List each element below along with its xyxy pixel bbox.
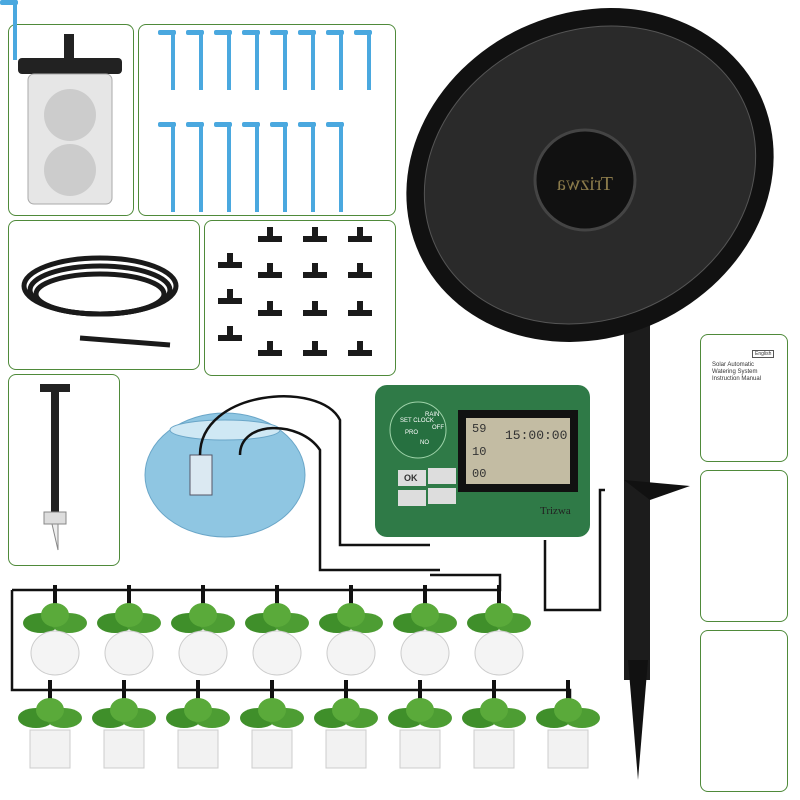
stakes-panel <box>138 24 396 216</box>
tee-connector-icon <box>348 263 372 278</box>
lcd-value-1: 59 <box>472 422 487 436</box>
drip-stake-icon <box>354 30 372 90</box>
drip-stake-icon <box>214 122 232 212</box>
potted-plant-icon <box>245 585 309 676</box>
lcd-value-2: 10 <box>472 445 487 459</box>
tee-connector-icon <box>258 227 282 242</box>
potted-plant-icon <box>393 585 457 676</box>
manual-language: English <box>752 350 775 358</box>
tee-connector-icon <box>303 301 327 316</box>
potted-plant-icon <box>536 680 600 769</box>
drip-stake-icon <box>186 30 204 90</box>
potted-plant-icon <box>240 680 304 769</box>
tee-connectors-icon <box>218 227 372 356</box>
potted-plant-icon <box>388 680 452 769</box>
potted-plant-icon <box>171 585 235 676</box>
tee-connector-icon <box>258 301 282 316</box>
tee-connector-icon <box>303 227 327 242</box>
dial-label: OFF <box>432 425 444 431</box>
drip-stake-icon <box>326 30 344 90</box>
controller-icon <box>375 385 590 537</box>
tee-connector-icon <box>258 341 282 356</box>
manual-panel <box>700 334 788 462</box>
controller-logo: Trizwa <box>540 505 571 517</box>
tool-panel <box>8 374 120 566</box>
dial-label: RAIN <box>425 412 440 418</box>
potted-plant-icon <box>23 585 87 676</box>
solar-panel-icon: Trizwa <box>406 8 774 780</box>
drip-stakes-icon <box>0 0 18 60</box>
tee-connector-icon <box>218 253 242 268</box>
potted-plant-icon <box>92 680 156 769</box>
tee-connector-icon <box>218 289 242 304</box>
potted-plant-icon <box>18 680 82 769</box>
dial-label: NO <box>420 440 429 446</box>
potted-plant-icon <box>319 585 383 676</box>
drip-stake-icon <box>242 30 260 90</box>
lcd-value-3: 00 <box>472 467 487 481</box>
drip-stake-icon <box>298 122 316 212</box>
solar-logo: Trizwa <box>557 173 613 195</box>
hole-punch-icon <box>40 384 70 551</box>
potted-plant-icon <box>314 680 378 769</box>
water-bowl-icon <box>144 412 306 538</box>
screws-panel <box>700 630 788 792</box>
dial-label: PRO <box>405 430 419 436</box>
drip-stake-icon <box>242 122 260 212</box>
dial-label: SET CLOCK <box>400 418 434 424</box>
potted-plant-icon <box>462 680 526 769</box>
lcd-time: 15:00:00 <box>505 428 568 443</box>
drip-stake-icon <box>298 30 316 90</box>
drip-stake-icon <box>158 30 176 90</box>
tee-connector-icon <box>218 326 242 341</box>
tee-connector-icon <box>303 341 327 356</box>
ok-button: OK <box>404 473 418 483</box>
tee-connector-icon <box>348 301 372 316</box>
drip-stake-icon <box>270 122 288 212</box>
tee-connector-icon <box>348 341 372 356</box>
tee-connector-icon <box>303 263 327 278</box>
drip-stake-icon <box>186 122 204 212</box>
drip-stake-icon <box>326 122 344 212</box>
tee-connector-icon <box>258 263 282 278</box>
tubing-icon <box>21 255 179 348</box>
tee-connector-icon <box>348 227 372 242</box>
drip-stake-icon <box>158 122 176 212</box>
drip-stake-icon <box>214 30 232 90</box>
splitter-panel <box>700 470 788 622</box>
potted-plant-icon <box>166 680 230 769</box>
potted-plant-icon <box>97 585 161 676</box>
filter-icon <box>18 34 122 205</box>
manual-title: Solar Automatic Watering System Instruct… <box>712 362 762 382</box>
drip-stake-icon <box>270 30 288 90</box>
potted-plant-icon <box>467 585 531 676</box>
